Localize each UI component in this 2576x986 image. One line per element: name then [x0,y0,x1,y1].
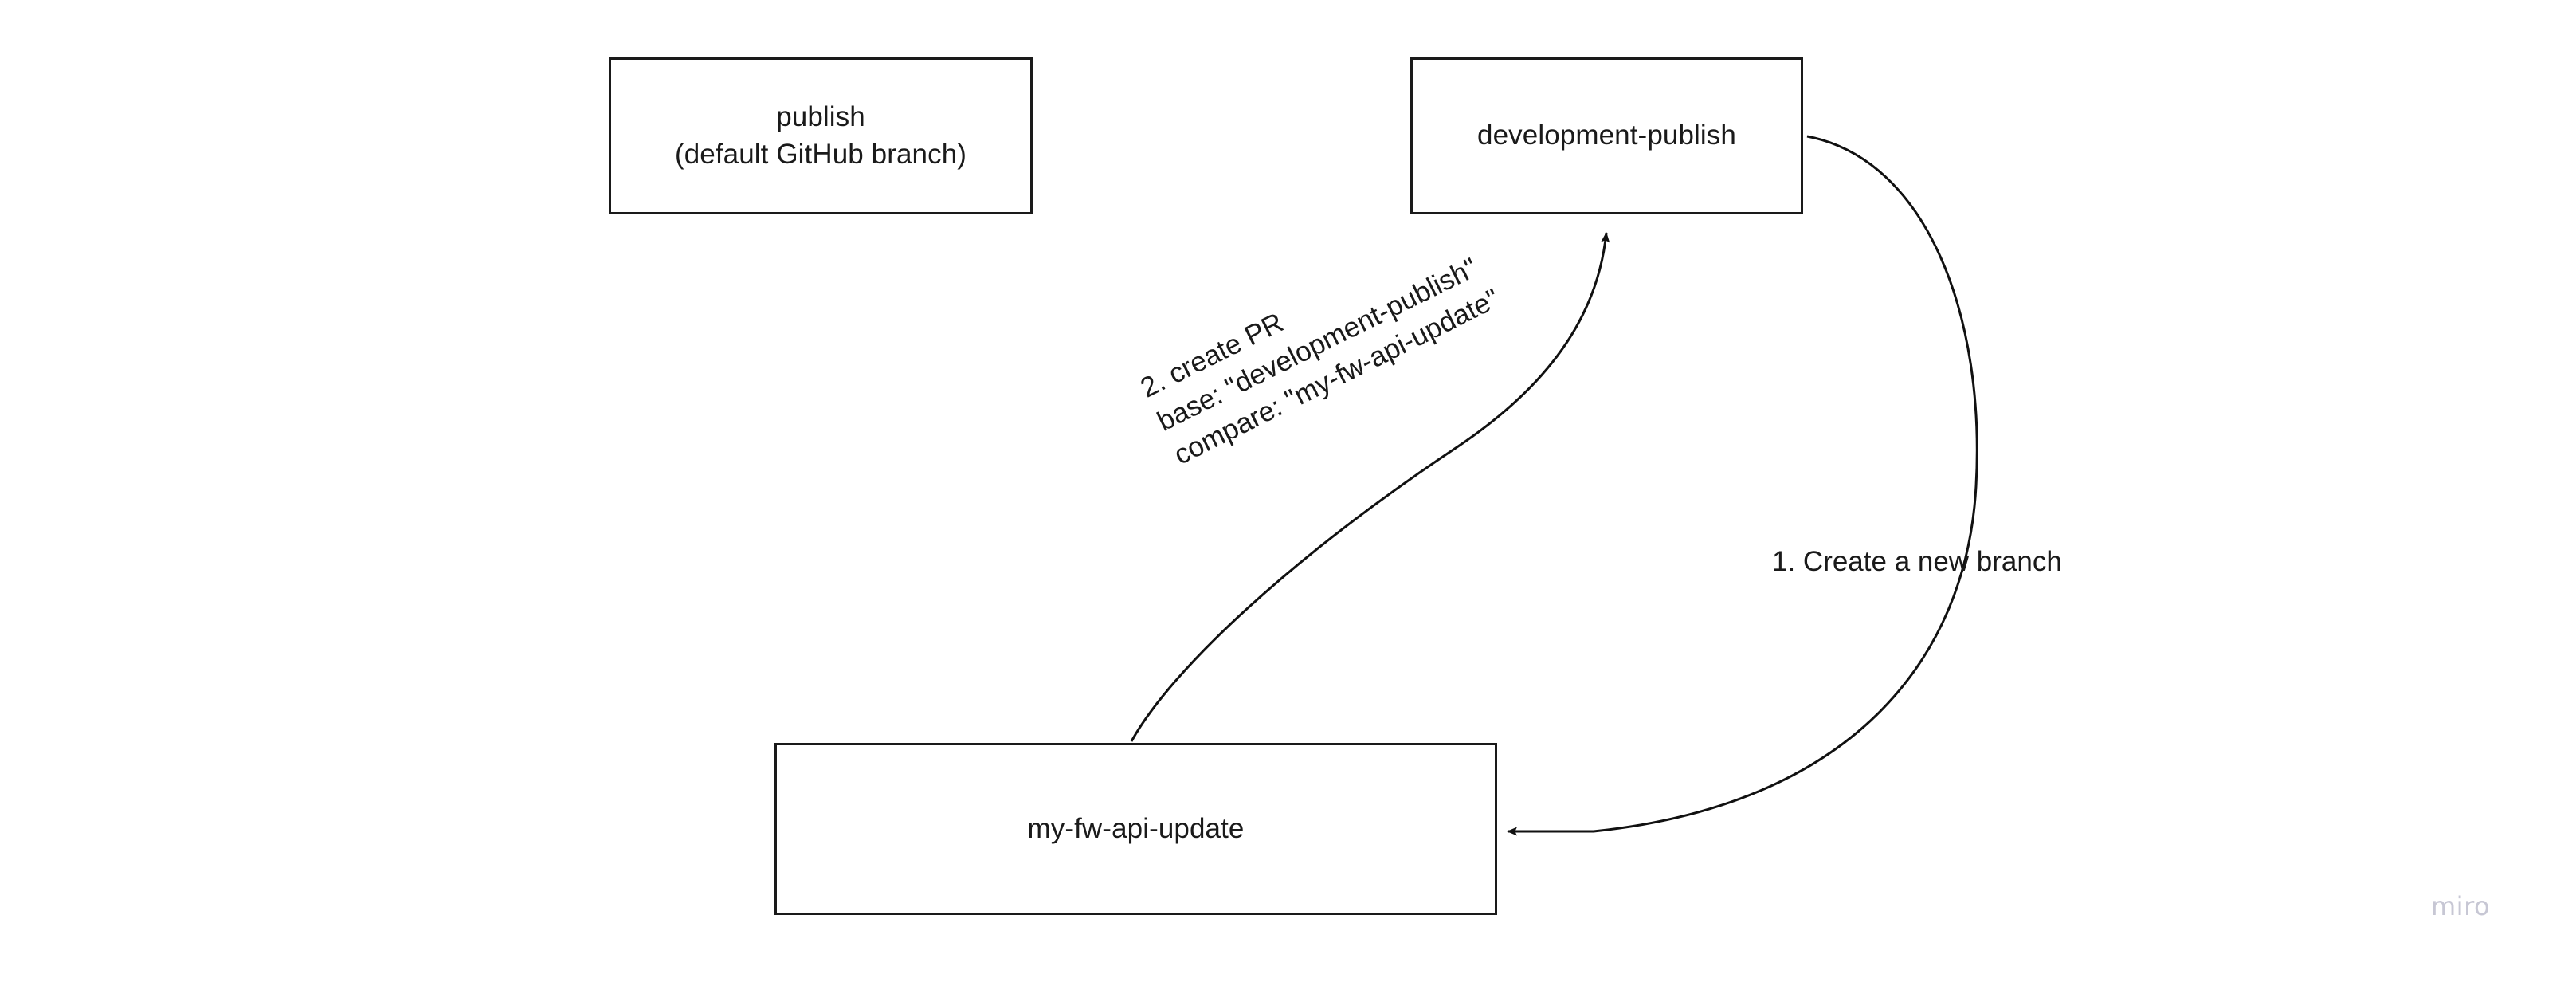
node-publish-label: publish (default GitHub branch) [674,101,967,170]
edge-label-create-pr[interactable]: 2. create PR base: "development-publish"… [1135,251,1505,471]
node-development-publish[interactable]: development-publish [1410,57,1803,214]
node-development-publish-label: development-publish [1477,120,1736,151]
edge-label-create-branch[interactable]: 1. Create a new branch [1772,546,2062,577]
miro-watermark: miro [2431,891,2491,921]
node-publish[interactable]: publish (default GitHub branch) [609,57,1033,214]
node-my-fw-api-update-label: my-fw-api-update [1027,812,1245,844]
node-my-fw-api-update[interactable]: my-fw-api-update [774,743,1497,915]
